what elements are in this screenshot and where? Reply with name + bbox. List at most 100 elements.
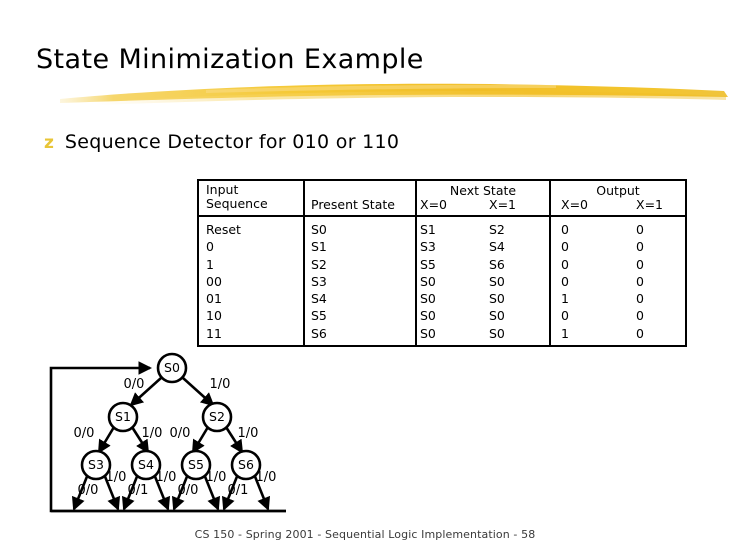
diagram-nodes <box>80 352 262 481</box>
edge-label-s3-right: 1/0 <box>106 470 127 485</box>
column-divider-1-body <box>303 217 305 345</box>
table-cell: S0 <box>489 291 505 307</box>
table-cell: S1 <box>311 239 327 255</box>
slide-footer: CS 150 - Spring 2001 - Sequential Logic … <box>194 528 536 541</box>
node-s6-circle[interactable] <box>230 449 262 481</box>
wingdings-z-bullet-icon: z <box>44 133 54 153</box>
column-header-input-sequence: Input Sequence <box>206 183 268 211</box>
column-header-input-sequence-line1: Input <box>206 182 239 197</box>
table-cell: S0 <box>489 273 505 289</box>
table-cell: 0 <box>636 325 644 341</box>
node-label-s1: S1 <box>115 409 131 424</box>
bullet-item: z Sequence Detector for 010 or 110 <box>44 131 399 153</box>
column-divider-2-body <box>415 217 417 345</box>
edge-label-s4-right: 1/0 <box>156 470 177 485</box>
table-cell: S3 <box>420 239 436 255</box>
column-header-output-x0: X=0 <box>561 197 588 212</box>
table-cell: S2 <box>311 256 327 272</box>
node-s2-circle[interactable] <box>201 401 233 433</box>
table-cell: 0 <box>206 239 214 255</box>
table-cell: 01 <box>206 291 222 307</box>
node-s5-circle[interactable] <box>180 449 212 481</box>
edge-label-s5-left: 0/0 <box>178 483 199 498</box>
table-cell: 1 <box>561 291 569 307</box>
table-cell: S0 <box>420 325 436 341</box>
column-divider-2 <box>415 181 417 215</box>
edge-label-s5-right: 1/0 <box>206 470 227 485</box>
column-divider-3-body <box>549 217 551 345</box>
table-cell: 10 <box>206 308 222 324</box>
diagram-edge-labels: 0/0 1/0 0/0 1/0 0/0 1/0 0/0 1/0 0/1 1/0 … <box>74 377 277 498</box>
edge-label-s2-right: 1/0 <box>238 426 259 441</box>
table-cell: S6 <box>311 325 327 341</box>
page-title: State Minimization Example <box>36 44 424 75</box>
edge-s4-x1-down <box>152 473 171 511</box>
edge-label-s6-left: 0/1 <box>228 483 249 498</box>
table-cell: 11 <box>206 325 222 341</box>
table-cell: S0 <box>420 291 436 307</box>
edge-s2-to-s6 <box>224 426 244 454</box>
edge-label-s1-right: 1/0 <box>142 426 163 441</box>
table-cell: 0 <box>561 222 569 237</box>
table-cell: 0 <box>561 308 569 324</box>
node-label-s0: S0 <box>164 360 180 375</box>
table-cell: S0 <box>311 222 327 237</box>
table-cell: S0 <box>420 273 436 289</box>
table-cell: 1 <box>206 256 214 272</box>
column-divider-1 <box>303 181 305 215</box>
node-label-s2: S2 <box>209 409 225 424</box>
diagram-edges <box>49 361 286 513</box>
node-label-s5: S5 <box>188 457 204 472</box>
table-cell: S0 <box>420 308 436 324</box>
edge-label-s1-left: 0/0 <box>74 426 95 441</box>
edge-s3-x0-down <box>71 473 90 511</box>
table-cell: 00 <box>206 273 222 289</box>
table-cell: 0 <box>636 256 644 272</box>
table-cell: 0 <box>636 273 644 289</box>
edge-s6-x1-down <box>252 473 271 511</box>
column-divider-3 <box>549 181 551 215</box>
table-cell: S4 <box>311 291 327 307</box>
table-cell: S5 <box>311 308 327 324</box>
table-cell: 0 <box>561 273 569 289</box>
table-cell: S1 <box>420 222 436 237</box>
edge-s6-x0-down <box>221 473 240 511</box>
edge-s0-to-s1 <box>129 377 162 407</box>
table-cell: S6 <box>489 256 505 272</box>
node-s1-circle[interactable] <box>107 401 139 433</box>
column-header-output-x1: X=1 <box>636 197 663 212</box>
state-transition-table: Input Sequence Present State Next State … <box>197 179 687 347</box>
table-cell: 0 <box>561 239 569 255</box>
edge-s4-x0-down <box>121 473 140 511</box>
node-label-s6: S6 <box>238 457 254 472</box>
column-header-present-state: Present State <box>311 197 395 212</box>
node-s3-circle[interactable] <box>80 449 112 481</box>
table-cell: S5 <box>420 256 436 272</box>
table-cell: S0 <box>489 308 505 324</box>
edge-label-s2-left: 0/0 <box>170 426 191 441</box>
node-s4-circle[interactable] <box>130 449 162 481</box>
edge-label-s4-left: 0/1 <box>128 483 149 498</box>
edge-s3-x1-down <box>102 473 121 511</box>
table-cell: 0 <box>636 291 644 307</box>
table-cell: 1 <box>561 325 569 341</box>
table-cell: Reset <box>206 222 241 237</box>
table-cell: 0 <box>636 222 644 237</box>
column-header-output: Output <box>596 183 640 198</box>
node-s0-circle[interactable] <box>156 352 188 384</box>
node-label-s3: S3 <box>88 457 104 472</box>
table-cell: 0 <box>561 256 569 272</box>
table-cell: S3 <box>311 273 327 289</box>
edge-s1-to-s3 <box>97 426 116 454</box>
table-cell: S0 <box>489 325 505 341</box>
node-label-s4: S4 <box>138 457 154 472</box>
table-header-row: Input Sequence Present State Next State … <box>199 181 685 217</box>
edge-s5-x0-down <box>171 473 190 511</box>
edge-s0-to-s2 <box>182 377 215 407</box>
column-header-input-sequence-line2: Sequence <box>206 196 268 211</box>
